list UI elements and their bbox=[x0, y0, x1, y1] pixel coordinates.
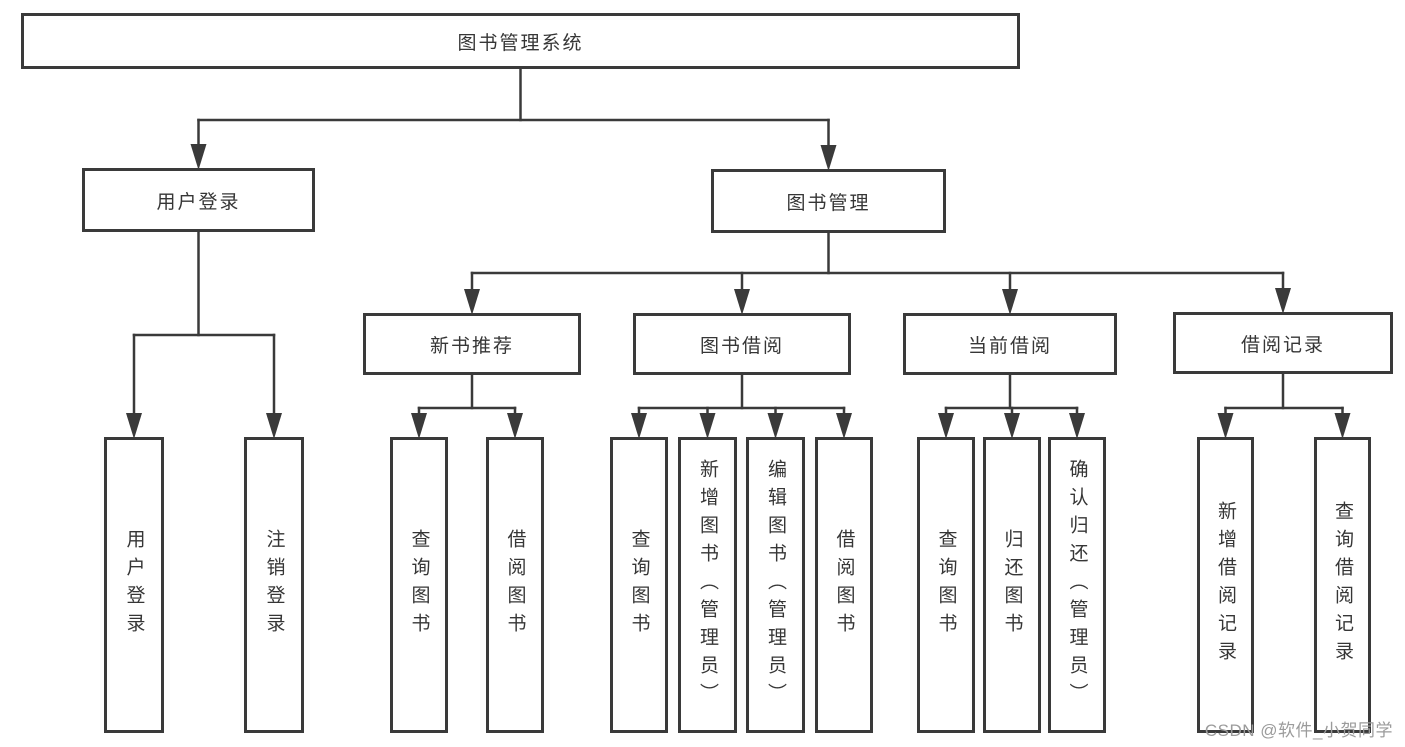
diagram-node-leaf-bor-add: 新增图书（管理员） bbox=[678, 437, 737, 733]
connector-arrowhead-icon bbox=[507, 413, 523, 439]
node-label: 编辑图书（管理员） bbox=[765, 459, 786, 711]
node-label: 新增借阅记录 bbox=[1215, 501, 1236, 669]
node-label: 借阅图书 bbox=[504, 529, 526, 641]
diagram-node-leaf-cur-query: 查询图书 bbox=[917, 437, 975, 733]
node-label: 查询图书 bbox=[628, 529, 650, 641]
connector-arrowhead-icon bbox=[767, 413, 784, 439]
node-label: 查询图书 bbox=[408, 529, 430, 641]
node-label: 新增图书（管理员） bbox=[697, 459, 718, 711]
watermark: CSDN @软件_小贺同学 bbox=[1204, 721, 1393, 740]
node-label: 图书借阅 bbox=[699, 335, 784, 357]
node-label: 当前借阅 bbox=[967, 335, 1052, 357]
diagram-node-leaf-bor-edit: 编辑图书（管理员） bbox=[746, 437, 805, 733]
diagram-node-leaf-rec-add: 新增借阅记录 bbox=[1197, 437, 1254, 733]
diagram-node-mgmt: 图书管理 bbox=[711, 169, 946, 233]
connector-arrowhead-icon bbox=[1069, 413, 1085, 439]
connector-arrowhead-icon bbox=[836, 413, 852, 439]
connector-arrowhead-icon bbox=[1334, 413, 1351, 439]
diagram-node-leaf-rec-query: 查询借阅记录 bbox=[1314, 437, 1371, 733]
connector-arrowhead-icon bbox=[190, 144, 207, 170]
diagram-node-root: 图书管理系统 bbox=[21, 13, 1020, 69]
diagram-node-login: 用户登录 bbox=[82, 168, 315, 232]
node-label: 用户登录 bbox=[123, 529, 145, 641]
connector-arrowhead-icon bbox=[1275, 288, 1291, 314]
node-label: 归还图书 bbox=[1001, 529, 1023, 641]
node-label: 确认归还（管理员） bbox=[1066, 459, 1088, 711]
node-label: 图书管理系统 bbox=[457, 32, 584, 54]
connector-arrowhead-icon bbox=[126, 413, 142, 439]
diagram-node-leaf-cur-return: 归还图书 bbox=[983, 437, 1041, 733]
node-label: 借阅记录 bbox=[1240, 334, 1325, 356]
diagram-node-current: 当前借阅 bbox=[903, 313, 1117, 375]
node-label: 查询图书 bbox=[935, 529, 957, 641]
connector-arrowhead-icon bbox=[464, 289, 480, 315]
diagram-node-newbook: 新书推荐 bbox=[363, 313, 581, 375]
node-label: 借阅图书 bbox=[833, 529, 855, 641]
connector-arrowhead-icon bbox=[1217, 413, 1234, 439]
node-label: 用户登录 bbox=[156, 191, 241, 213]
node-label: 图书管理 bbox=[786, 192, 871, 214]
connector-arrowhead-icon bbox=[631, 413, 647, 439]
node-label: 查询借阅记录 bbox=[1332, 501, 1353, 669]
connector-arrowhead-icon bbox=[1004, 413, 1020, 439]
connector-arrowhead-icon bbox=[699, 413, 716, 439]
diagram-node-leaf-new-query: 查询图书 bbox=[390, 437, 448, 733]
diagram-node-leaf-new-borrow: 借阅图书 bbox=[486, 437, 544, 733]
diagram-node-leaf-bor-borrow: 借阅图书 bbox=[815, 437, 873, 733]
node-label: 注销登录 bbox=[263, 529, 285, 641]
connector-arrowhead-icon bbox=[266, 413, 282, 439]
diagram-node-records: 借阅记录 bbox=[1173, 312, 1393, 374]
node-label: 新书推荐 bbox=[429, 335, 514, 357]
connector-arrowhead-icon bbox=[820, 145, 837, 171]
connector-arrowhead-icon bbox=[411, 413, 427, 439]
diagram-node-leaf-bor-query: 查询图书 bbox=[610, 437, 668, 733]
diagram-node-leaf-logout: 注销登录 bbox=[244, 437, 304, 733]
connector-arrowhead-icon bbox=[938, 413, 954, 439]
connector-arrowhead-icon bbox=[734, 289, 750, 315]
connector-arrowhead-icon bbox=[1002, 289, 1018, 315]
diagram-node-borrow: 图书借阅 bbox=[633, 313, 851, 375]
diagram-node-leaf-cur-confirm: 确认归还（管理员） bbox=[1048, 437, 1106, 733]
diagram-node-leaf-user-login: 用户登录 bbox=[104, 437, 164, 733]
